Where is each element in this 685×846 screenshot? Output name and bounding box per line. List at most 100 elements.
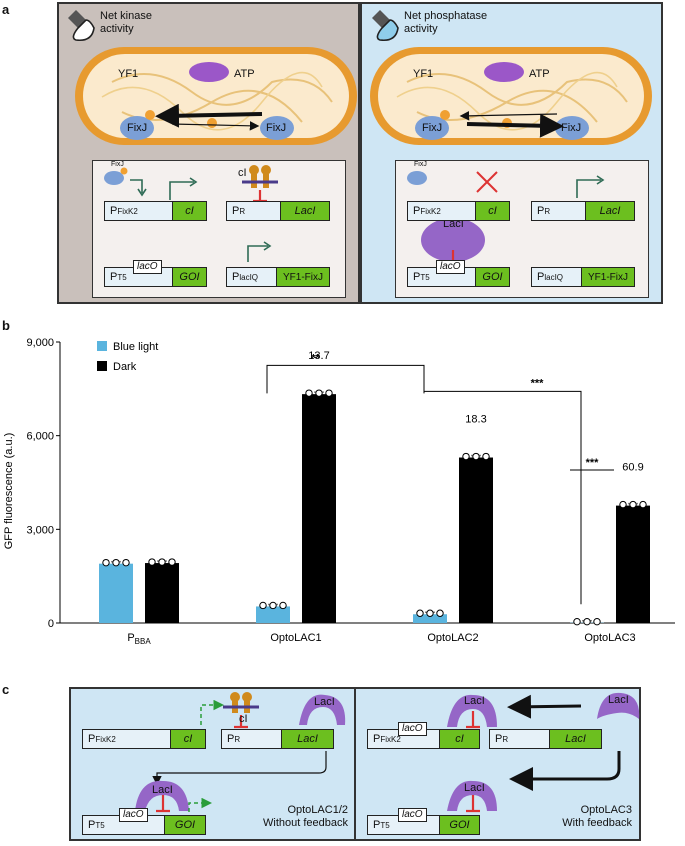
annotations: 13.718.360.9******** — [266, 350, 644, 605]
laci-protein-icon — [299, 694, 346, 725]
replicate-point — [573, 617, 581, 626]
ci-label: cI — [239, 713, 248, 725]
y-tick-label: 3,000 — [26, 524, 54, 536]
y-tick-label: 6,000 — [26, 431, 54, 443]
replicate-point — [482, 452, 490, 461]
light-on-icon — [372, 10, 399, 42]
replicate-point — [148, 558, 156, 566]
no-feedback-caption: OptoLAC1/2 Without feedback — [263, 804, 348, 829]
atp-label: ATP — [529, 68, 550, 80]
right-cell — [370, 47, 652, 145]
laci-protein-icon — [447, 694, 497, 727]
yf1-protein-icon — [484, 62, 524, 82]
replicate-point — [462, 452, 470, 461]
phosphate-icon — [145, 110, 155, 120]
feedback-caption: OptoLAC3 With feedback — [562, 804, 632, 829]
ci-dimer-icon — [242, 165, 278, 188]
replicate-point — [305, 389, 313, 397]
laci-label: LacI — [152, 784, 173, 796]
panel-label-a: a — [2, 2, 10, 17]
laci-label: LacI — [464, 695, 485, 707]
replicate-point — [279, 601, 287, 610]
replicate-point — [168, 558, 176, 566]
fold-change-label: 18.3 — [465, 414, 486, 426]
legend-entry: Blue light — [113, 341, 158, 353]
x-tick-label: PBBA — [127, 632, 151, 646]
atp-label: ATP — [234, 68, 255, 80]
fixj-small-label: FixJ — [414, 161, 427, 168]
kinase-circuit-arrows — [104, 165, 278, 262]
bar — [99, 563, 133, 623]
fixj-protein-icon — [120, 116, 154, 140]
ci-dimer-icon — [223, 692, 259, 713]
fixj-label: FixJ — [422, 122, 443, 134]
significance-mark: ** — [311, 352, 320, 364]
phosphatase-title: Net phosphatase activity — [404, 10, 488, 35]
x-tick-label: OptoLAC2 — [427, 632, 478, 644]
significance-mark: *** — [531, 377, 545, 389]
laci-label: LacI — [464, 782, 485, 794]
laci-label: LacI — [314, 696, 335, 708]
laci-protein-icon — [421, 218, 485, 262]
bar — [413, 614, 447, 623]
yf1-label: YF1 — [118, 68, 139, 80]
replicate-point — [122, 558, 130, 567]
laci-protein-icon — [447, 780, 497, 811]
replicate-point — [619, 500, 627, 509]
phosphate-icon — [207, 118, 217, 128]
fixj-small-label: FixJ — [111, 161, 124, 168]
kinase-title: Net kinase activity — [100, 10, 152, 35]
bar — [459, 457, 493, 623]
phosphate-icon — [440, 110, 450, 120]
light-off-icon — [68, 10, 95, 42]
phosphate-icon — [120, 167, 128, 175]
yf1-protein-icon — [189, 62, 229, 82]
replicate-point — [639, 500, 647, 509]
bar — [145, 563, 179, 623]
replicate-point — [426, 609, 434, 617]
fixj-label: FixJ — [266, 122, 287, 134]
replicate-point — [472, 452, 480, 461]
replicate-point — [259, 601, 267, 610]
replicate-point — [583, 617, 591, 626]
significance-bracket — [423, 365, 582, 605]
y-axis-label: GFP fluorescence (a.u.) — [3, 433, 15, 550]
replicate-point — [325, 389, 333, 397]
significance-bracket — [266, 364, 425, 394]
bacteria-cells — [75, 47, 652, 145]
x-tick-label: OptoLAC1 — [270, 632, 321, 644]
yf1-label: YF1 — [413, 68, 434, 80]
fixj-label: FixJ — [127, 122, 148, 134]
fixj-label: FixJ — [561, 122, 582, 134]
fixj-protein-icon — [260, 116, 294, 140]
x-tick-label: OptoLAC3 — [584, 632, 635, 644]
replicate-point — [112, 558, 120, 567]
fixj-protein-icon — [104, 171, 124, 185]
replicate-point — [593, 617, 601, 626]
fold-change-label: 60.9 — [622, 462, 643, 474]
laci-label: LacI — [443, 218, 464, 230]
left-cell — [75, 47, 357, 145]
legend-swatch — [97, 341, 107, 351]
fixj-protein-icon — [407, 171, 427, 185]
bar — [256, 606, 290, 623]
replicate-point — [158, 558, 166, 566]
significance-mark: *** — [586, 457, 600, 469]
legend-swatch — [97, 361, 107, 371]
replicate-point — [315, 389, 323, 397]
y-tick-label: 0 — [48, 618, 54, 630]
replicate-point — [102, 558, 110, 567]
fixj-protein-icon — [415, 116, 449, 140]
replicate-point — [269, 601, 277, 610]
x-axis-labels: PBBA OptoLAC1 OptoLAC2 OptoLAC3 — [127, 632, 635, 646]
laci-label: LacI — [608, 694, 629, 706]
panel-label-b: b — [2, 318, 10, 333]
